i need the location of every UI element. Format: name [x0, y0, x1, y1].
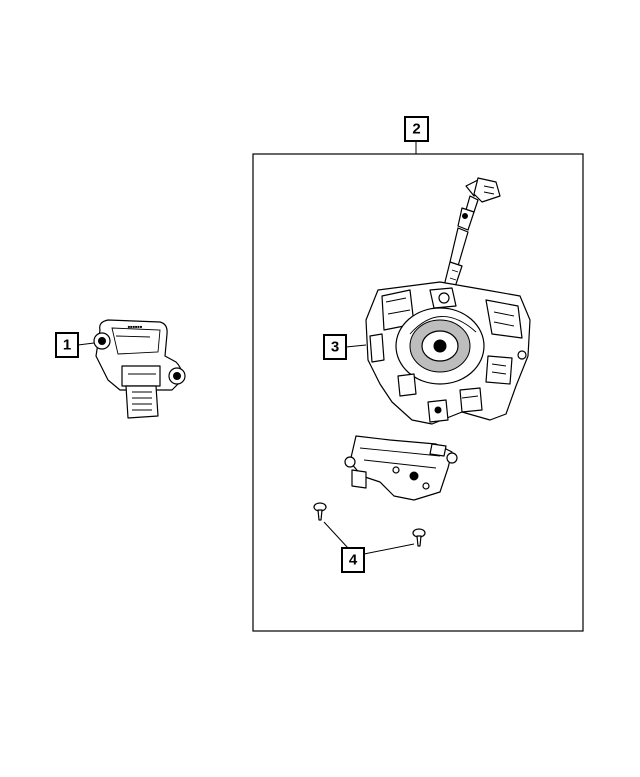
callout-3-leader	[345, 344, 367, 348]
svg-text:■■■■■■: ■■■■■■	[128, 324, 143, 329]
callout-1-label: 1	[63, 337, 71, 354]
mounting-bracket-part	[344, 435, 458, 501]
assembly-frame	[252, 153, 584, 632]
callout-3-label: 3	[331, 339, 339, 356]
callout-4-leader-left	[323, 521, 349, 549]
screw-part-left	[313, 502, 327, 521]
callout-1: 1	[55, 332, 79, 358]
clockspring-assembly-part	[365, 177, 531, 425]
callout-3: 3	[323, 334, 347, 360]
callout-4-label: 4	[349, 552, 358, 569]
callout-2-label: 2	[412, 121, 420, 138]
callout-1-leader	[77, 342, 95, 346]
callout-2: 2	[404, 116, 429, 142]
sensor-module-part: ■■■■■■	[93, 319, 186, 419]
callout-4: 4	[341, 547, 365, 573]
callout-4-leader-right	[363, 543, 415, 555]
screw-part-right	[412, 528, 426, 547]
